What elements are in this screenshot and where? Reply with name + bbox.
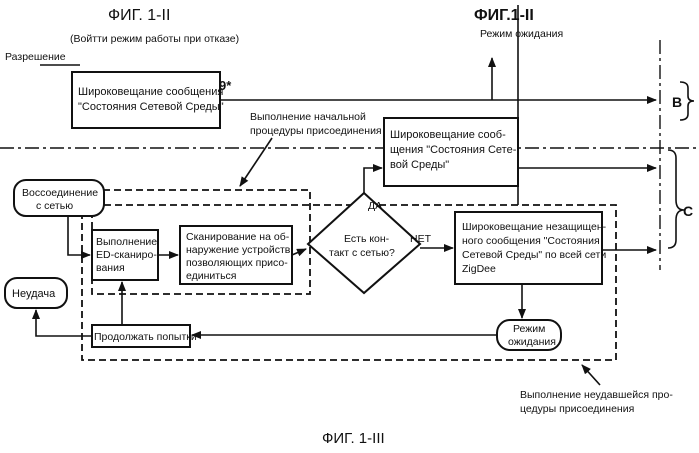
scan-to-decision-arrow <box>292 249 306 255</box>
decision-yes-label: ДА <box>368 200 382 212</box>
permission-label: Разрешение <box>5 51 66 63</box>
failed-join-pointer <box>582 365 600 385</box>
bracket-c-label: C <box>683 203 693 219</box>
figure-title-top-right: ФИГ.1-II <box>474 7 534 24</box>
standby-label-top: Режим ожидания <box>480 28 563 40</box>
initial-join-annotation: Выполнение начальной процедуры присоедин… <box>250 111 382 137</box>
rejoin-to-ed-scan-arrow <box>68 216 90 255</box>
retry-to-fail-arrow <box>36 310 92 336</box>
bracket-c <box>668 150 684 248</box>
figure-title-bottom: ФИГ. 1-III <box>322 430 385 447</box>
fail-text: Неудача <box>12 288 56 300</box>
figure-title-top-left: ФИГ. 1-II <box>108 7 170 24</box>
initial-join-pointer <box>240 138 272 186</box>
broadcast-top-box <box>72 72 220 128</box>
decision-yes-arrow <box>364 168 382 193</box>
bracket-b-label: B <box>672 94 682 110</box>
retry-text: Продолжать попытки <box>94 331 197 343</box>
figure-subtitle-top-left: (Войтти режим работы при отказе) <box>70 33 239 45</box>
decision-no-label: НЕТ <box>410 233 432 245</box>
failed-join-annotation: Выполнение неудавшейся про- цедуры присо… <box>520 389 676 415</box>
